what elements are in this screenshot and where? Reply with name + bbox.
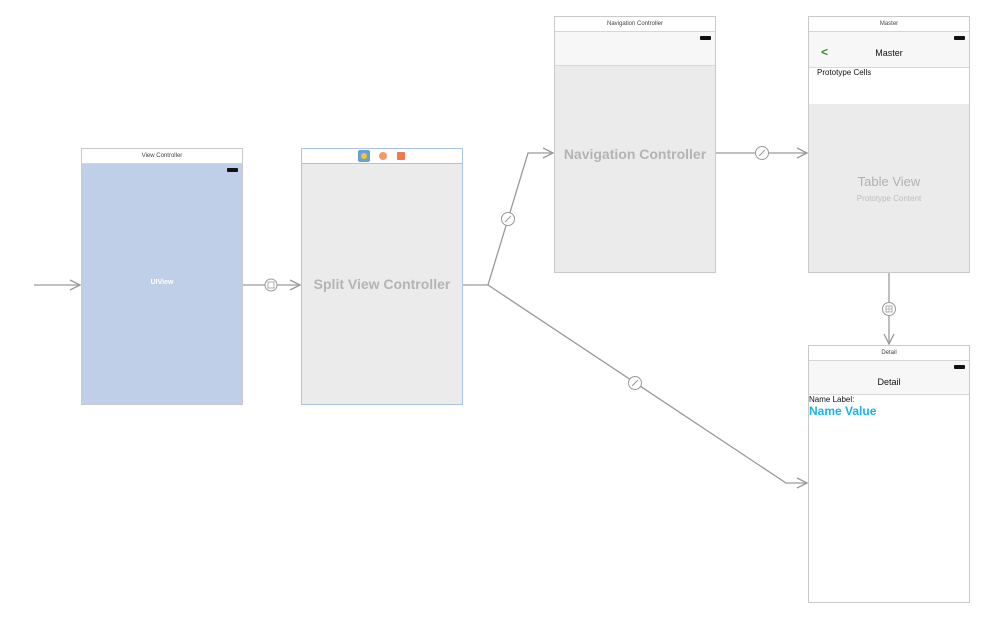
battery-icon [700, 36, 711, 40]
segue-navigation-to-master-icon[interactable] [755, 146, 769, 160]
uiview[interactable]: UIView [82, 164, 242, 404]
segue-master-to-detail-icon[interactable] [882, 302, 896, 316]
segue-split-to-navigation-icon[interactable] [501, 212, 515, 226]
first-responder-icon[interactable] [379, 152, 387, 160]
scene-title[interactable]: View Controller [82, 149, 242, 164]
detail-nav-title: Detail [877, 377, 901, 387]
prototype-cells-header: Prototype Cells [817, 68, 872, 77]
name-label[interactable]: Name Label: [809, 395, 855, 404]
scene-title[interactable]: Detail [809, 346, 969, 361]
scene-dock-bar [302, 149, 462, 164]
master-navigation-bar[interactable]: < Master [809, 32, 969, 68]
table-view[interactable]: Table View Prototype Content [809, 104, 969, 272]
name-value-label[interactable]: Name Value [809, 404, 877, 418]
split-view-label: Split View Controller [313, 276, 451, 292]
view-controller-dock-icon[interactable] [358, 150, 370, 162]
scene-detail[interactable]: Detail Detail Name Label: Name Value [808, 345, 970, 603]
battery-icon [954, 36, 965, 40]
uiview-label: UIView [150, 279, 174, 286]
prototype-content-label: Prototype Content [856, 194, 922, 203]
scene-view-controller[interactable]: View Controller UIView [81, 148, 243, 405]
segue-vc-to-split-icon[interactable] [264, 278, 278, 292]
split-view-content[interactable]: Split View Controller [302, 164, 462, 404]
scene-title[interactable]: Master [809, 17, 969, 32]
master-nav-title: Master [875, 48, 903, 58]
navigation-bar[interactable] [555, 32, 715, 66]
table-view-label: Table View [857, 174, 921, 189]
scene-title[interactable]: Navigation Controller [555, 17, 715, 32]
exit-icon[interactable] [397, 152, 405, 160]
scene-navigation-controller[interactable]: Navigation Controller Navigation Control… [554, 16, 716, 273]
segue-split-to-detail[interactable] [487, 284, 807, 483]
segue-split-to-detail-icon[interactable] [628, 376, 642, 390]
battery-icon [954, 365, 965, 369]
scene-split-view-controller[interactable]: Split View Controller [301, 148, 463, 405]
navigation-controller-label: Navigation Controller [563, 146, 707, 162]
detail-navigation-bar[interactable]: Detail [809, 361, 969, 395]
scene-master[interactable]: Master < Master Prototype Cells Table Vi… [808, 16, 970, 273]
back-chevron-icon[interactable]: < [821, 45, 829, 59]
battery-icon [227, 168, 238, 172]
navigation-controller-content[interactable]: Navigation Controller [555, 66, 715, 272]
